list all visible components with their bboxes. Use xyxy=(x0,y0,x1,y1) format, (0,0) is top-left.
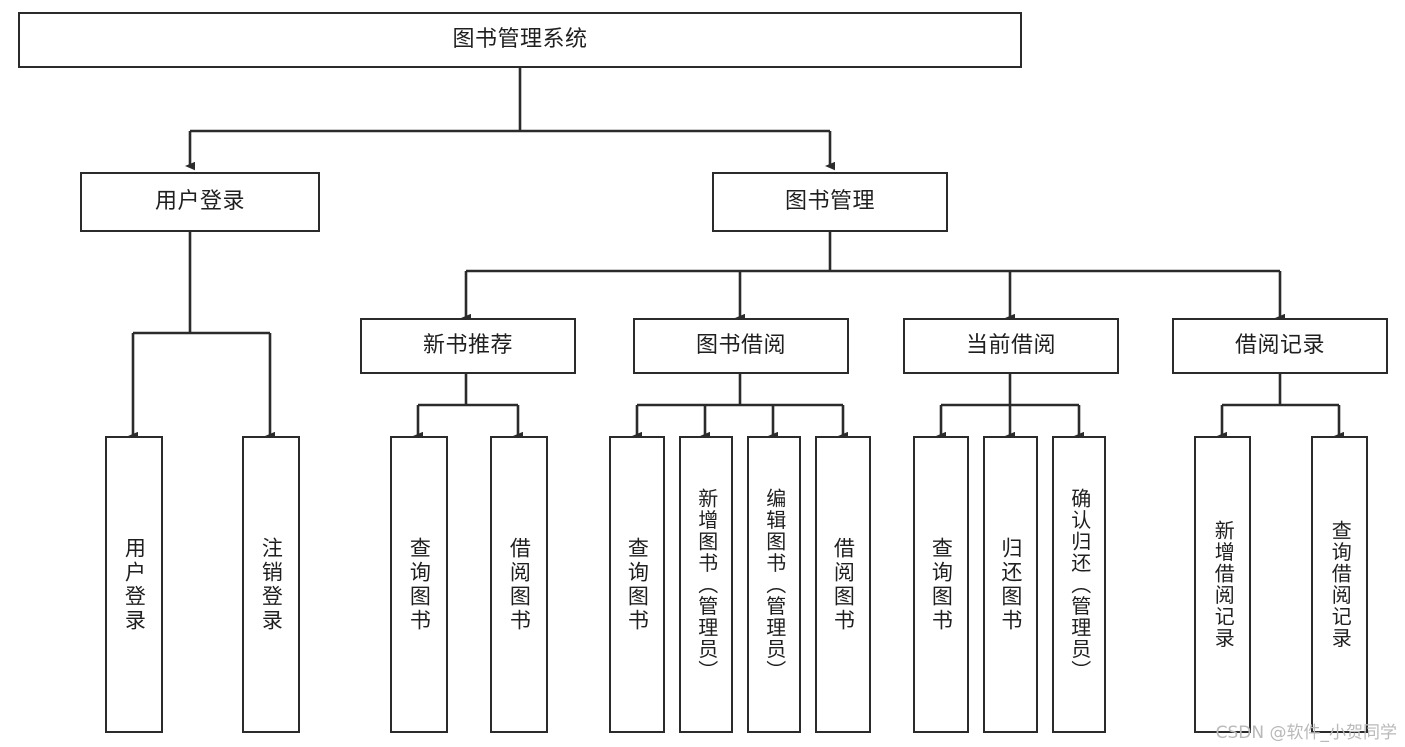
node-book-borrow[interactable]: 图书借阅 xyxy=(633,318,849,374)
leaf-recommend-borrow-book[interactable]: 借阅图书 xyxy=(490,436,548,733)
leaf-current-return-book[interactable]: 归还图书 xyxy=(983,436,1038,733)
leaf-current-query-book[interactable]: 查询图书 xyxy=(913,436,969,733)
node-label: 图书管理 xyxy=(784,189,875,215)
node-label: 新增借阅记录 xyxy=(1211,520,1236,649)
leaf-user-login-login[interactable]: 用户登录 xyxy=(105,436,163,733)
leaf-user-login-logout[interactable]: 注销登录 xyxy=(242,436,300,733)
node-label: 查询图书 xyxy=(625,536,650,633)
leaf-borrow-edit-book-admin[interactable]: 编辑图书（管理员） xyxy=(747,436,801,733)
node-label: 图书管理系统 xyxy=(452,27,588,53)
node-label: 注销登录 xyxy=(259,536,284,633)
leaf-borrow-borrow-book[interactable]: 借阅图书 xyxy=(815,436,871,733)
leaf-borrow-query-book[interactable]: 查询图书 xyxy=(609,436,665,733)
node-label: 用户登录 xyxy=(122,536,147,633)
node-label: 新增图书（管理员） xyxy=(694,487,719,682)
leaf-borrow-add-book-admin[interactable]: 新增图书（管理员） xyxy=(679,436,733,733)
node-current-borrow[interactable]: 当前借阅 xyxy=(903,318,1119,374)
node-label: 归还图书 xyxy=(998,536,1023,633)
node-label: 查询图书 xyxy=(407,536,432,633)
node-label: 借阅图书 xyxy=(831,536,856,633)
node-borrow-record[interactable]: 借阅记录 xyxy=(1172,318,1388,374)
node-label: 查询借阅记录 xyxy=(1328,520,1353,649)
leaf-record-add-record[interactable]: 新增借阅记录 xyxy=(1194,436,1251,733)
leaf-recommend-query-book[interactable]: 查询图书 xyxy=(390,436,448,733)
node-label: 借阅图书 xyxy=(507,536,532,633)
node-user-login[interactable]: 用户登录 xyxy=(80,172,320,232)
node-label: 新书推荐 xyxy=(422,333,513,359)
leaf-current-confirm-return-admin[interactable]: 确认归还（管理员） xyxy=(1052,436,1106,733)
node-new-book-recommend[interactable]: 新书推荐 xyxy=(360,318,576,374)
node-label: 编辑图书（管理员） xyxy=(762,487,787,682)
node-label: 查询图书 xyxy=(929,536,954,633)
csdn-watermark: CSDN @软件_小贺同学 xyxy=(1215,723,1397,743)
leaf-record-query-record[interactable]: 查询借阅记录 xyxy=(1311,436,1368,733)
node-root-system[interactable]: 图书管理系统 xyxy=(18,12,1022,68)
node-label: 当前借阅 xyxy=(965,333,1056,359)
node-book-management[interactable]: 图书管理 xyxy=(712,172,948,232)
node-label: 图书借阅 xyxy=(695,333,786,359)
node-label: 借阅记录 xyxy=(1234,333,1325,359)
node-label: 确认归还（管理员） xyxy=(1067,487,1092,682)
node-label: 用户登录 xyxy=(154,189,245,215)
